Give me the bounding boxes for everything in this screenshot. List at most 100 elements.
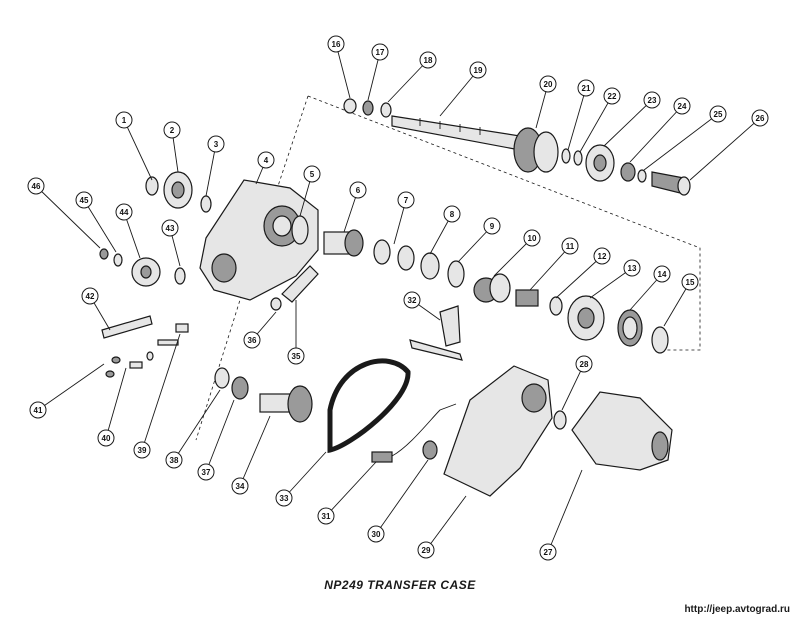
callout-bubble-9 bbox=[483, 217, 501, 235]
callout-leader-31 bbox=[325, 461, 377, 517]
callout-leader-24 bbox=[629, 105, 683, 163]
part-7-rings bbox=[373, 239, 415, 271]
callout-number-19: 19 bbox=[474, 66, 483, 75]
callout-leader-37 bbox=[205, 399, 235, 473]
callout-bubble-41 bbox=[29, 401, 47, 419]
callout-leader-38 bbox=[173, 389, 221, 461]
callout-bubble-34 bbox=[231, 477, 249, 495]
part-42-lever bbox=[101, 315, 153, 339]
callout-leader-18 bbox=[387, 59, 429, 103]
callout-bubble-26 bbox=[751, 109, 769, 127]
callout-bubble-28 bbox=[575, 355, 593, 373]
callout-bubble-25 bbox=[709, 105, 727, 123]
callout-number-12: 12 bbox=[598, 252, 607, 261]
callout-bubble-37 bbox=[197, 463, 215, 481]
callout-number-8: 8 bbox=[450, 210, 455, 219]
callout-leader-16 bbox=[335, 43, 351, 99]
callout-number-31: 31 bbox=[322, 512, 331, 521]
part-45-washer bbox=[113, 253, 123, 267]
part-31-sensor bbox=[371, 403, 457, 463]
callout-bubble-30 bbox=[367, 525, 385, 543]
part-30-bearing bbox=[422, 440, 438, 460]
part-24-bearing bbox=[620, 162, 636, 182]
callout-bubble-42 bbox=[81, 287, 99, 305]
callout-bubble-36 bbox=[243, 331, 261, 349]
callout-number-10: 10 bbox=[528, 234, 537, 243]
part-35-bracket bbox=[281, 265, 319, 303]
part-44-yoke bbox=[131, 257, 161, 287]
part-17-gear bbox=[362, 100, 374, 116]
callout-leader-12 bbox=[555, 255, 603, 299]
callout-bubble-22 bbox=[603, 87, 621, 105]
part-28-seal bbox=[553, 410, 567, 430]
callout-number-45: 45 bbox=[80, 196, 89, 205]
callout-bubble-39 bbox=[133, 441, 151, 459]
callout-number-14: 14 bbox=[658, 270, 667, 279]
callout-bubble-10 bbox=[523, 229, 541, 247]
callout-number-17: 17 bbox=[376, 48, 385, 57]
part-33-drive-chain bbox=[327, 358, 411, 454]
callout-bubble-29 bbox=[417, 541, 435, 559]
callout-number-38: 38 bbox=[170, 456, 179, 465]
callout-number-5: 5 bbox=[310, 170, 315, 179]
callout-number-18: 18 bbox=[424, 56, 433, 65]
callout-leader-1 bbox=[123, 119, 153, 181]
part-18-ring bbox=[380, 102, 392, 118]
callout-bubble-7 bbox=[397, 191, 415, 209]
callout-number-11: 11 bbox=[566, 242, 575, 251]
callout-number-43: 43 bbox=[166, 224, 175, 233]
callout-leader-19 bbox=[439, 69, 479, 117]
part-38-snap-ring bbox=[214, 367, 230, 389]
callout-number-44: 44 bbox=[120, 208, 129, 217]
callout-number-33: 33 bbox=[280, 494, 289, 503]
callout-bubble-13 bbox=[623, 259, 641, 277]
callout-number-42: 42 bbox=[86, 292, 95, 301]
part-4-front-case-half bbox=[199, 179, 319, 301]
part-40-fasteners bbox=[129, 351, 154, 369]
callout-number-13: 13 bbox=[628, 264, 637, 273]
diagram-caption: NP249 TRANSFER CASE bbox=[324, 578, 476, 592]
callout-number-22: 22 bbox=[608, 92, 617, 101]
callout-number-29: 29 bbox=[422, 546, 431, 555]
callout-bubble-38 bbox=[165, 451, 183, 469]
part-29-rear-case-half bbox=[443, 365, 553, 497]
callout-leader-27 bbox=[547, 469, 583, 553]
callout-leader-10 bbox=[493, 237, 533, 277]
callout-number-2: 2 bbox=[170, 126, 175, 135]
callout-bubble-24 bbox=[673, 97, 691, 115]
part-32-shift-fork bbox=[409, 305, 463, 361]
callout-bubble-27 bbox=[539, 543, 557, 561]
callout-leader-11 bbox=[529, 245, 571, 291]
part-46-nut bbox=[99, 248, 109, 260]
callout-bubble-31 bbox=[317, 507, 335, 525]
callout-number-6: 6 bbox=[356, 186, 361, 195]
callout-number-34: 34 bbox=[236, 482, 245, 491]
callout-leader-46 bbox=[35, 185, 101, 249]
source-url: http://jeep.avtograd.ru bbox=[684, 604, 790, 615]
part-34-output-gear bbox=[259, 385, 313, 423]
callout-number-32: 32 bbox=[408, 296, 417, 305]
callout-number-21: 21 bbox=[582, 84, 591, 93]
part-43-seal bbox=[174, 267, 186, 285]
callout-number-9: 9 bbox=[490, 222, 495, 231]
part-19-main-shaft bbox=[391, 115, 521, 151]
callout-leader-30 bbox=[375, 459, 429, 535]
callout-bubble-2 bbox=[163, 121, 181, 139]
part-22-ring bbox=[573, 150, 583, 166]
callout-bubble-19 bbox=[469, 61, 487, 79]
callout-leader-29 bbox=[425, 495, 467, 551]
callout-bubble-21 bbox=[577, 79, 595, 97]
part-13-hub bbox=[567, 295, 605, 341]
part-20-drum bbox=[513, 127, 559, 173]
part-27-extension-housing bbox=[571, 391, 673, 471]
part-26-spline-shaft bbox=[651, 171, 691, 196]
callout-number-20: 20 bbox=[544, 80, 553, 89]
part-3-ring bbox=[200, 195, 212, 213]
callout-leader-45 bbox=[83, 199, 117, 253]
part-14-gear bbox=[617, 309, 643, 347]
callout-leader-25 bbox=[643, 113, 719, 171]
callout-bubble-15 bbox=[681, 273, 699, 291]
callout-bubble-5 bbox=[303, 165, 321, 183]
callout-bubble-11 bbox=[561, 237, 579, 255]
